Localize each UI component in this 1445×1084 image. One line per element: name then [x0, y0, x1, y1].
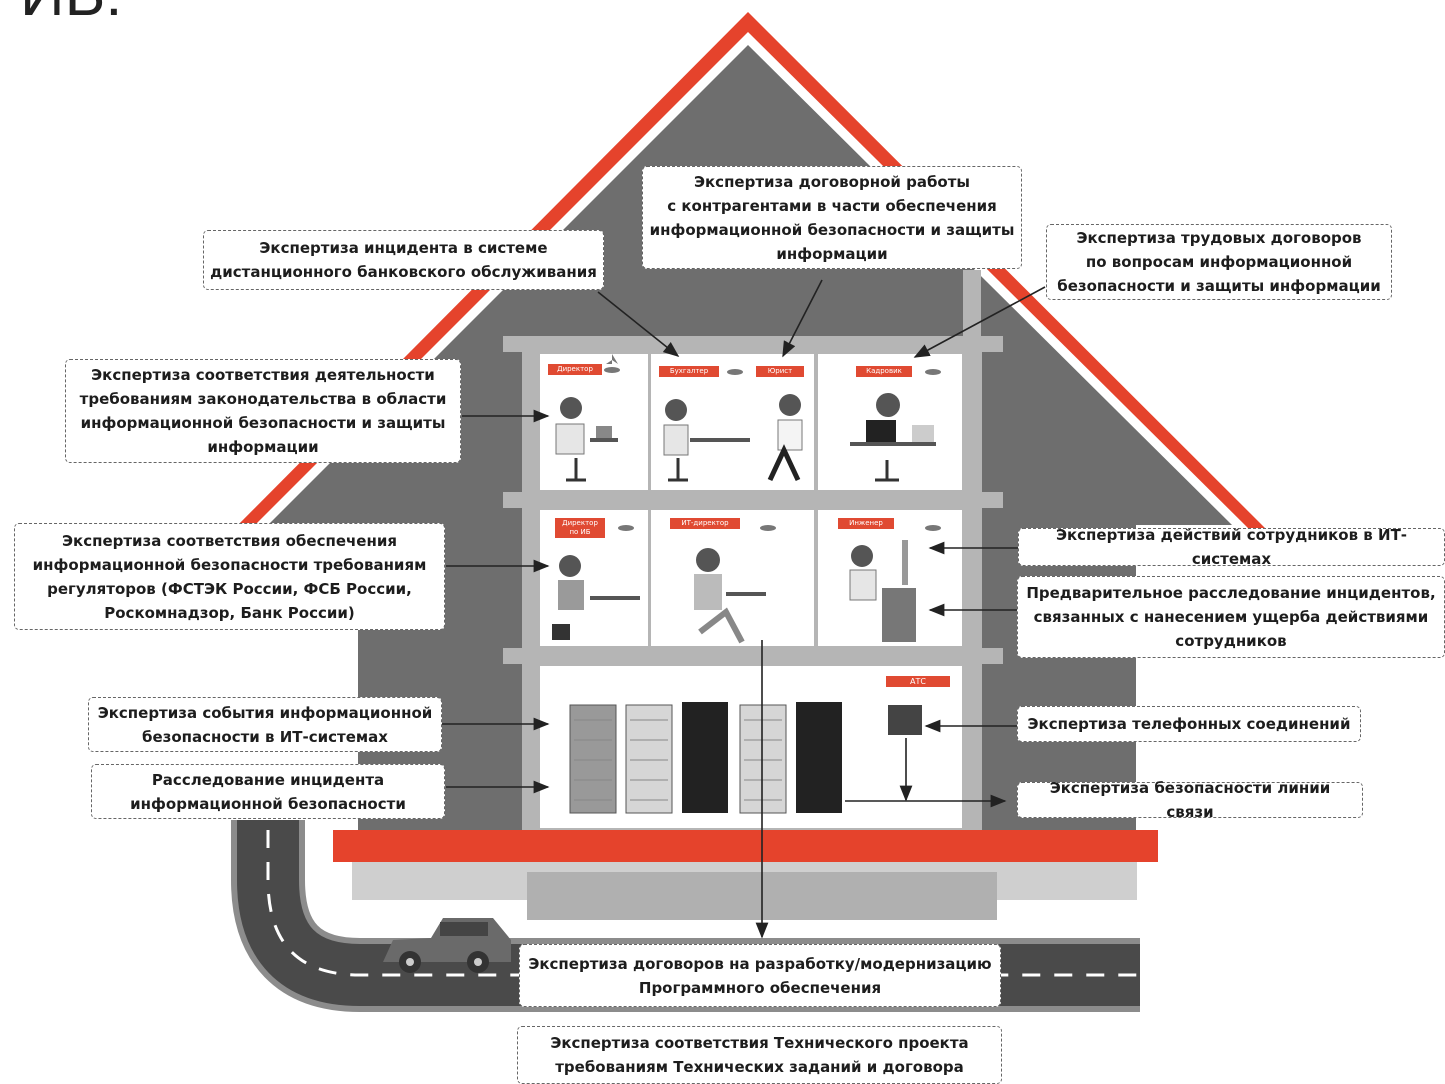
office-workers: [552, 393, 936, 644]
car: [383, 918, 511, 973]
sign-director: Директор: [548, 364, 602, 375]
page-title-fragment: ИБ:: [20, 0, 122, 26]
ceiling-lamps: [604, 354, 941, 531]
box-bank-incident: Экспертиза инцидента в системе дистанцио…: [203, 230, 604, 290]
box-preliminary-investigation: Предварительное расследование инцидентов…: [1017, 576, 1445, 658]
server-racks: [569, 702, 922, 814]
box-employee-actions: Экспертиза действий сотрудников в ИТ-сис…: [1018, 526, 1445, 568]
box-contract-work: Экспертиза договорной работы с контраген…: [642, 166, 1022, 269]
box-tech-project: Экспертиза соответствия Технического про…: [517, 1026, 1002, 1084]
foundation: [333, 830, 1158, 920]
sign-hr: Кадровик: [856, 366, 912, 377]
box-it-event: Экспертиза события информационной безопа…: [88, 697, 442, 752]
sign-accountant: Бухгалтер: [659, 366, 719, 377]
sign-engineer: Инженер: [838, 518, 894, 529]
sign-lawyer: Юрист: [756, 366, 804, 377]
box-incident-investigation: Расследование инцидента информационной б…: [91, 764, 445, 819]
box-law-compliance: Экспертиза соответствия деятельности тре…: [65, 359, 461, 463]
sign-security-director: Директор по ИБ: [555, 518, 605, 538]
sign-it-director: ИТ-директор: [670, 518, 740, 529]
box-comm-line: Экспертиза безопасности линии связи: [1017, 779, 1363, 821]
box-software-contracts: Экспертиза договоров на разработку/модер…: [519, 944, 1001, 1007]
box-labor-contracts: Экспертиза трудовых договоров по вопроса…: [1046, 224, 1392, 300]
connector-arrows: [442, 279, 1046, 939]
box-phone-connections: Экспертиза телефонных соединений: [1017, 706, 1361, 742]
box-regulators: Экспертиза соответствия обеспечения инфо…: [14, 523, 445, 630]
roof: [225, 12, 1275, 538]
sign-pbx: АТС: [886, 676, 950, 687]
road: [231, 820, 1140, 1012]
